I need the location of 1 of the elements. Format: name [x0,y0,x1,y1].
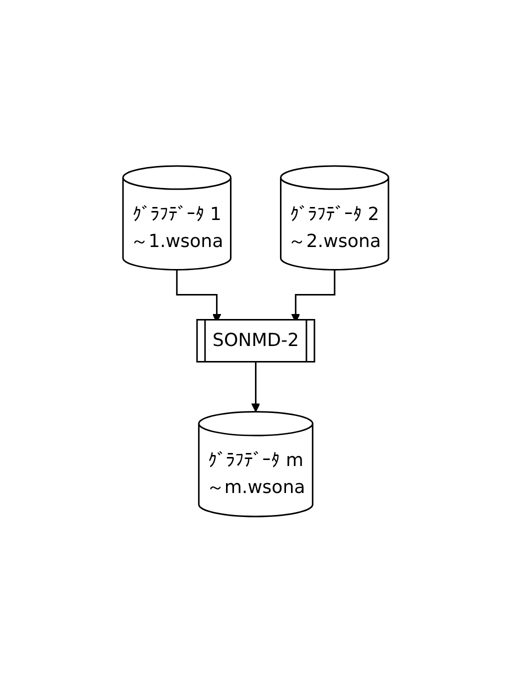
arrow [252,362,260,412]
